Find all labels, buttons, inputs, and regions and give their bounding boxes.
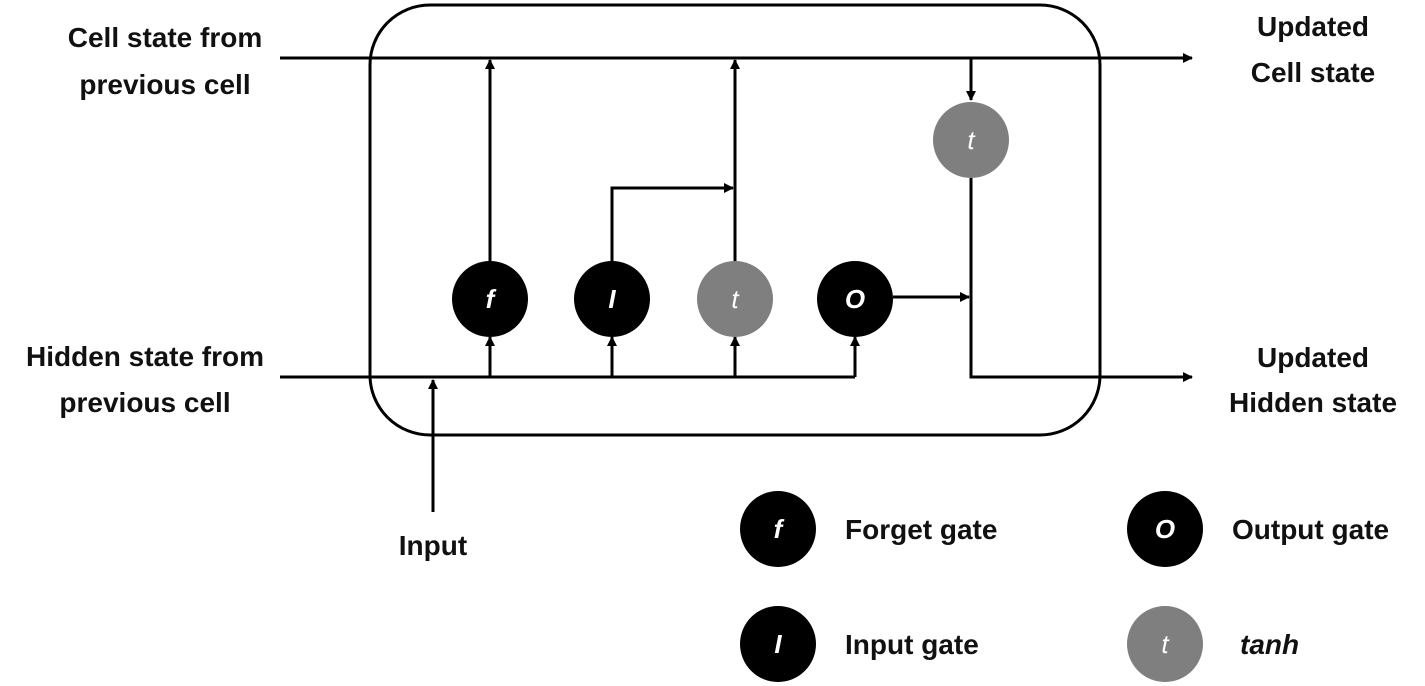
legend-input-label: Input gate [845, 629, 979, 660]
legend-output-circle [1127, 491, 1203, 567]
tanh-gate-symbol: t [731, 284, 740, 314]
cell-in-label-line1: Cell state from [68, 22, 263, 53]
legend-input-circle [740, 606, 816, 682]
legend-output-symbol: O [1155, 514, 1175, 544]
legend-tanh-label: tanh [1240, 629, 1299, 660]
hidden-out-label-line1: Updated [1257, 342, 1369, 373]
legend-forget-symbol: f [774, 514, 785, 544]
cell-tanh-node: t [933, 102, 1009, 178]
legend-tanh-symbol: t [1161, 629, 1170, 659]
input-gate-symbol: I [608, 284, 616, 314]
input-to-tanh-arrow [610, 183, 734, 262]
legend-output-label: Output gate [1232, 514, 1389, 545]
cell-tanh-symbol: t [967, 125, 976, 155]
cell-in-label-line2: previous cell [79, 69, 250, 100]
tanh-gate-circle [697, 261, 773, 337]
input-gate-node: I [574, 261, 650, 337]
input-label: Input [399, 530, 467, 561]
legend-forget-label: Forget gate [845, 514, 997, 545]
forget-gate-node: f [452, 261, 528, 337]
output-gate-circle [817, 261, 893, 337]
legend-input: I Input gate [740, 606, 979, 682]
cell-out-label-line1: Updated [1257, 11, 1369, 42]
hidden-in-label-line1: Hidden state from [26, 341, 264, 372]
legend-tanh: t tanh [1127, 606, 1299, 682]
forget-gate-symbol: f [486, 284, 497, 314]
output-gate-node: O [817, 261, 893, 337]
cell-out-label-line2: Cell state [1251, 57, 1376, 88]
legend-input-symbol: I [774, 629, 782, 659]
forget-gate-circle [452, 261, 528, 337]
legend-forget-circle [740, 491, 816, 567]
legend-output: O Output gate [1127, 491, 1389, 567]
hidden-in-label-line2: previous cell [59, 387, 230, 418]
cell-tanh-circle [933, 102, 1009, 178]
legend-forget: f Forget gate [740, 491, 997, 567]
input-gate-circle [574, 261, 650, 337]
output-gate-symbol: O [845, 284, 865, 314]
tanh-gate-node: t [697, 261, 773, 337]
legend: f Forget gate O Output gate I Input gate… [740, 491, 1389, 682]
legend-tanh-circle [1127, 606, 1203, 682]
tanh-to-hidden-out [969, 178, 1193, 382]
lstm-cell-box [368, 3, 1102, 437]
hidden-out-label-line2: Hidden state [1229, 387, 1397, 418]
